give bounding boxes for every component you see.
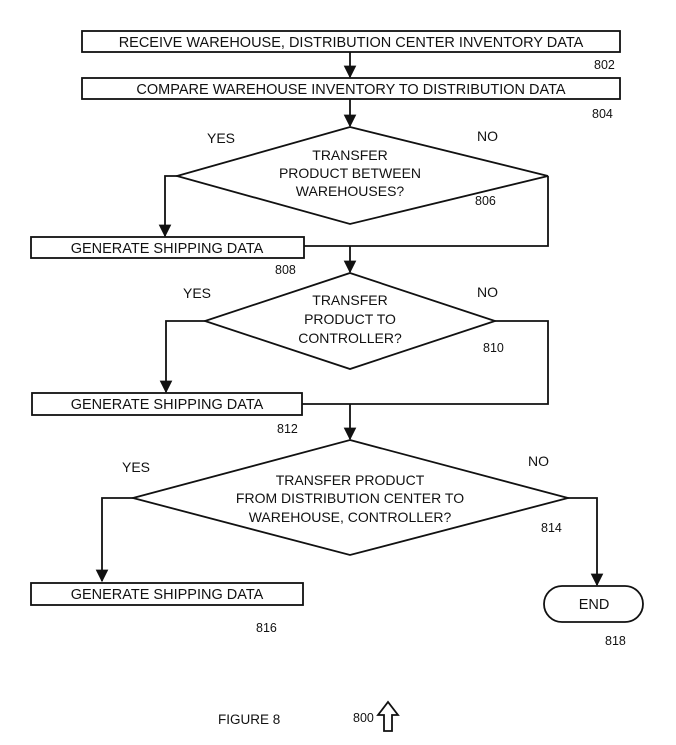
decision-814-line-2: FROM DISTRIBUTION CENTER TO <box>236 490 464 506</box>
decision-806-line-2: PRODUCT BETWEEN <box>279 165 421 181</box>
decision-814-yes-label: YES <box>122 459 150 475</box>
decision-806-line-3: WAREHOUSES? <box>296 183 405 199</box>
figure-caption: FIGURE 8 <box>218 712 280 727</box>
step-label-shipping-808: GENERATE SHIPPING DATA <box>71 241 264 257</box>
decision-814-line-3: WAREHOUSE, CONTROLLER? <box>249 509 452 525</box>
ref-816: 816 <box>256 621 277 635</box>
connector-814-yes <box>102 498 133 581</box>
step-label-receive-data: RECEIVE WAREHOUSE, DISTRIBUTION CENTER I… <box>119 35 584 51</box>
decision-810-line-2: PRODUCT TO <box>304 311 396 327</box>
step-label-shipping-816: GENERATE SHIPPING DATA <box>71 587 264 603</box>
decision-806-yes-label: YES <box>207 130 235 146</box>
ref-812: 812 <box>277 422 298 436</box>
figure-ref-800: 800 <box>353 711 374 725</box>
step-label-compare-data: COMPARE WAREHOUSE INVENTORY TO DISTRIBUT… <box>136 82 565 98</box>
ref-802: 802 <box>594 58 615 72</box>
decision-810-no-label: NO <box>477 284 498 300</box>
decision-814-line-1: TRANSFER PRODUCT <box>276 472 425 488</box>
decision-810-line-3: CONTROLLER? <box>298 330 402 346</box>
end-label: END <box>579 597 610 613</box>
connector-810-yes <box>166 321 205 392</box>
decision-810-line-1: TRANSFER <box>312 292 387 308</box>
decision-814-no-label: NO <box>528 453 549 469</box>
ref-808: 808 <box>275 263 296 277</box>
connector-814-no <box>568 498 597 585</box>
ref-804: 804 <box>592 107 613 121</box>
ref-814: 814 <box>541 521 562 535</box>
decision-810-yes-label: YES <box>183 285 211 301</box>
step-label-shipping-812: GENERATE SHIPPING DATA <box>71 397 264 413</box>
up-arrow-icon <box>378 702 398 731</box>
connector-806-yes <box>165 176 177 236</box>
decision-806-no-label: NO <box>477 128 498 144</box>
ref-810: 810 <box>483 341 504 355</box>
ref-806: 806 <box>475 194 496 208</box>
ref-818: 818 <box>605 634 626 648</box>
decision-806-line-1: TRANSFER <box>312 147 387 163</box>
